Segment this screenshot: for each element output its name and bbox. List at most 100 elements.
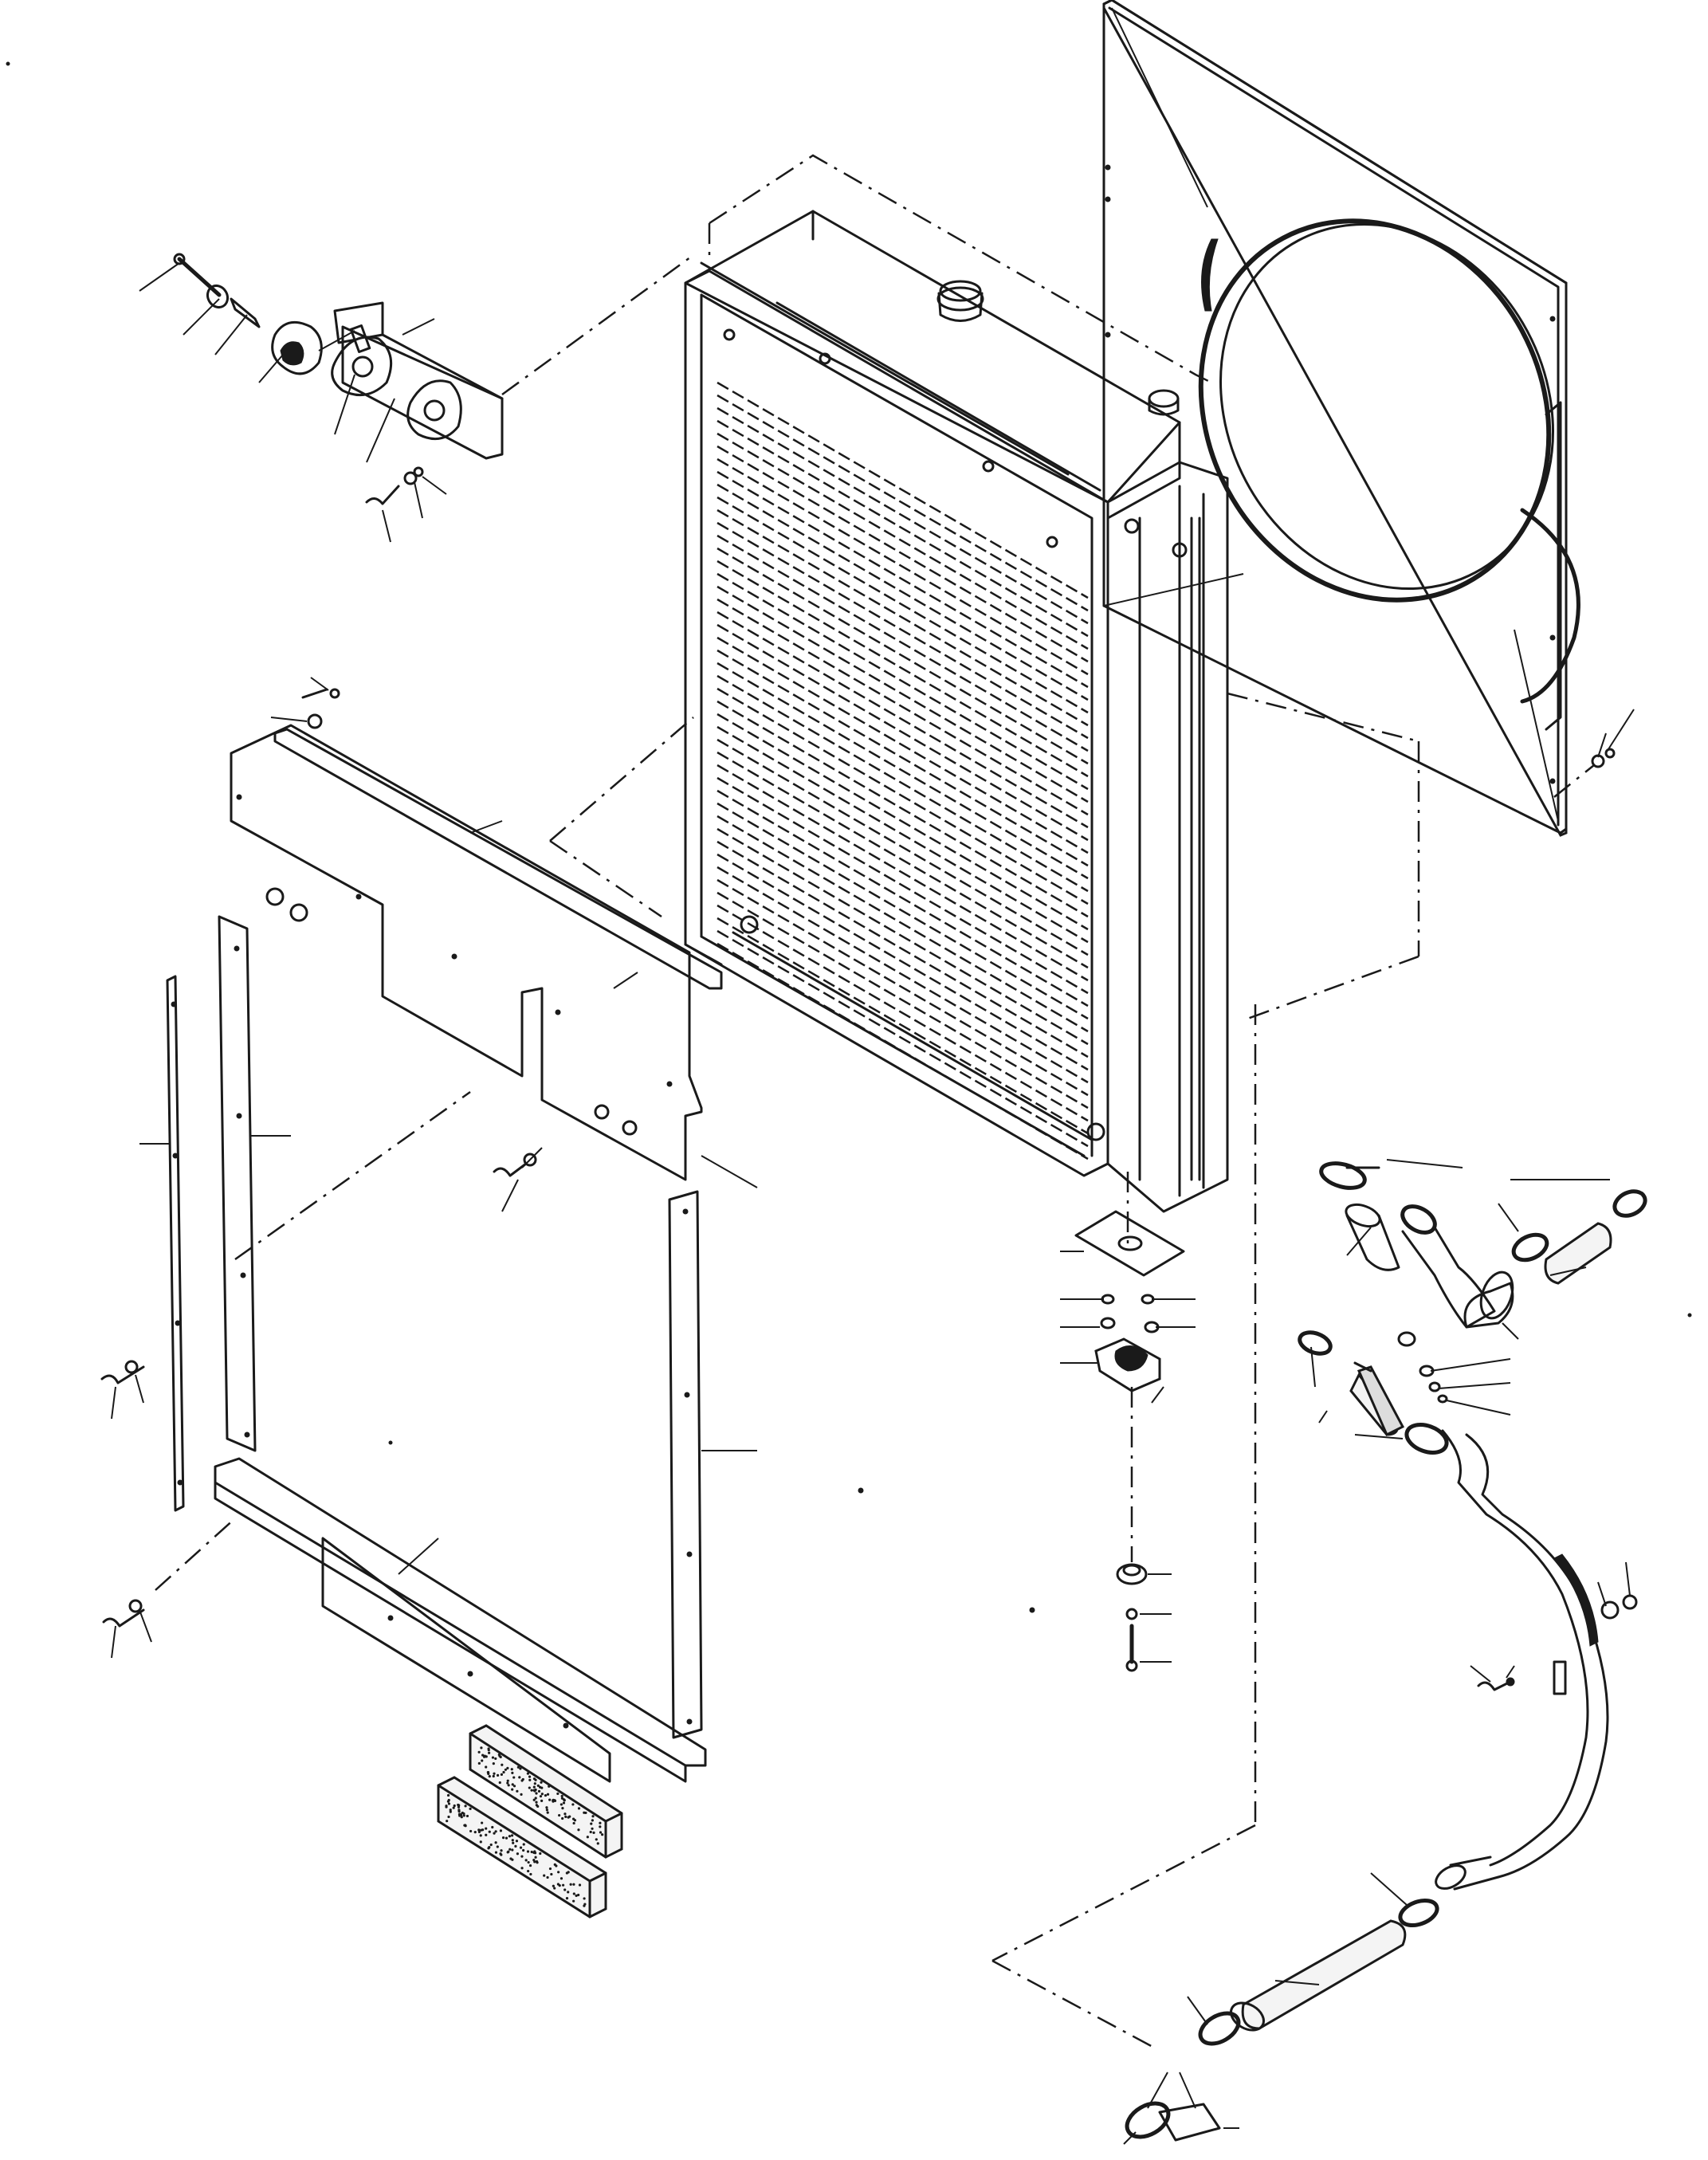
foam-dot [557, 1871, 560, 1874]
foam-dot [511, 1858, 514, 1861]
foam-dot [497, 1753, 501, 1757]
foam-dot [491, 1825, 494, 1829]
fin-line [717, 534, 1089, 752]
foam-dot [520, 1855, 524, 1858]
fin-line [717, 738, 1089, 956]
fin-line [717, 458, 1089, 676]
foam-dot [487, 1847, 490, 1850]
foam-dot [505, 1836, 508, 1840]
foam-dot [561, 1807, 564, 1810]
foam-dot [591, 1819, 595, 1822]
foam-dot [489, 1843, 493, 1847]
foam-dot [457, 1810, 461, 1813]
foam-dot [543, 1874, 546, 1877]
foam-dot [494, 1851, 498, 1854]
fan-drive-assembly [139, 253, 694, 543]
fin-line [717, 840, 1089, 1058]
foam-dot [589, 1830, 592, 1834]
foam-dot [565, 1871, 568, 1875]
foam-dot [535, 1801, 538, 1804]
foam-dot [518, 1776, 521, 1779]
foam-dot [539, 1795, 543, 1798]
foam-dot [458, 1814, 461, 1817]
foam-dot [485, 1827, 488, 1830]
foam-dot [512, 1776, 516, 1779]
foam-dot [469, 1807, 472, 1810]
hose-clamps [1123, 1872, 1439, 2145]
foam-dot [457, 1805, 461, 1809]
fin-line [717, 878, 1089, 1097]
foam-dot [465, 1814, 469, 1818]
fin-line [717, 942, 1089, 1161]
foam-dot [562, 1883, 565, 1887]
foam-dot [453, 1804, 456, 1808]
fin-line [717, 636, 1089, 854]
foam-texture [445, 1746, 604, 1907]
foam-dot [514, 1844, 517, 1848]
fin-line [717, 509, 1089, 727]
foam-dot [560, 1797, 564, 1800]
foam-dot [486, 1770, 489, 1774]
foam-dot [599, 1821, 602, 1824]
foam-dot [592, 1831, 595, 1834]
foam-dot [504, 1768, 508, 1771]
foam-dot [511, 1848, 514, 1852]
fin-line [717, 827, 1089, 1046]
foam-dot [540, 1781, 543, 1784]
foam-dot [520, 1867, 524, 1870]
foam-dot [546, 1811, 549, 1814]
foam-dot [548, 1785, 551, 1788]
foam-dot [494, 1830, 497, 1833]
foam-dot [496, 1845, 499, 1848]
fan-shroud [1102, 0, 1635, 837]
foam-dot [494, 1757, 497, 1761]
foam-dot [599, 1831, 603, 1834]
foam-dot [506, 1766, 509, 1769]
foam-dot [569, 1883, 572, 1886]
foam-dot [481, 1828, 485, 1832]
foam-dot [540, 1799, 544, 1802]
foam-dot [540, 1793, 544, 1796]
foam-dot [577, 1893, 580, 1897]
foam-dot [534, 1797, 537, 1800]
foam-dot [499, 1829, 503, 1832]
foam-dot [558, 1813, 561, 1817]
foam-dot [519, 1846, 523, 1849]
foam-dot [516, 1789, 519, 1793]
foam-dot [485, 1833, 488, 1836]
foam-dot [487, 1749, 490, 1752]
foam-dot [575, 1894, 578, 1897]
foam-dot [501, 1836, 505, 1840]
foam-dot [508, 1835, 512, 1838]
foam-dot [552, 1884, 555, 1887]
foam-dot [564, 1815, 567, 1818]
foam-dot [506, 1781, 509, 1785]
foam-dot [530, 1850, 533, 1854]
foam-dot [548, 1798, 552, 1801]
fin-line [717, 611, 1089, 829]
fin-line [717, 776, 1089, 995]
fin-line [717, 470, 1089, 689]
foam-dot [492, 1762, 495, 1765]
fin-line [717, 674, 1089, 893]
foam-dot [492, 1774, 495, 1778]
fin-line [717, 866, 1089, 1084]
foam-dot [563, 1798, 566, 1802]
foam-dot [545, 1809, 548, 1812]
foam-dot [545, 1806, 548, 1809]
foam-dot [506, 1851, 509, 1854]
fin-line [717, 419, 1089, 638]
foam-dot [447, 1802, 451, 1805]
foam-dot [446, 1793, 450, 1797]
foam-dot [499, 1852, 502, 1856]
foam-dot [473, 1831, 477, 1834]
foam-dot [488, 1830, 491, 1833]
foam-dot [556, 1883, 560, 1886]
foam-dot [511, 1783, 514, 1786]
foam-dot [567, 1891, 570, 1894]
foam-dot [560, 1794, 563, 1798]
foam-dot [546, 1793, 550, 1796]
fin-line [717, 700, 1089, 918]
foam-dot [479, 1840, 482, 1844]
